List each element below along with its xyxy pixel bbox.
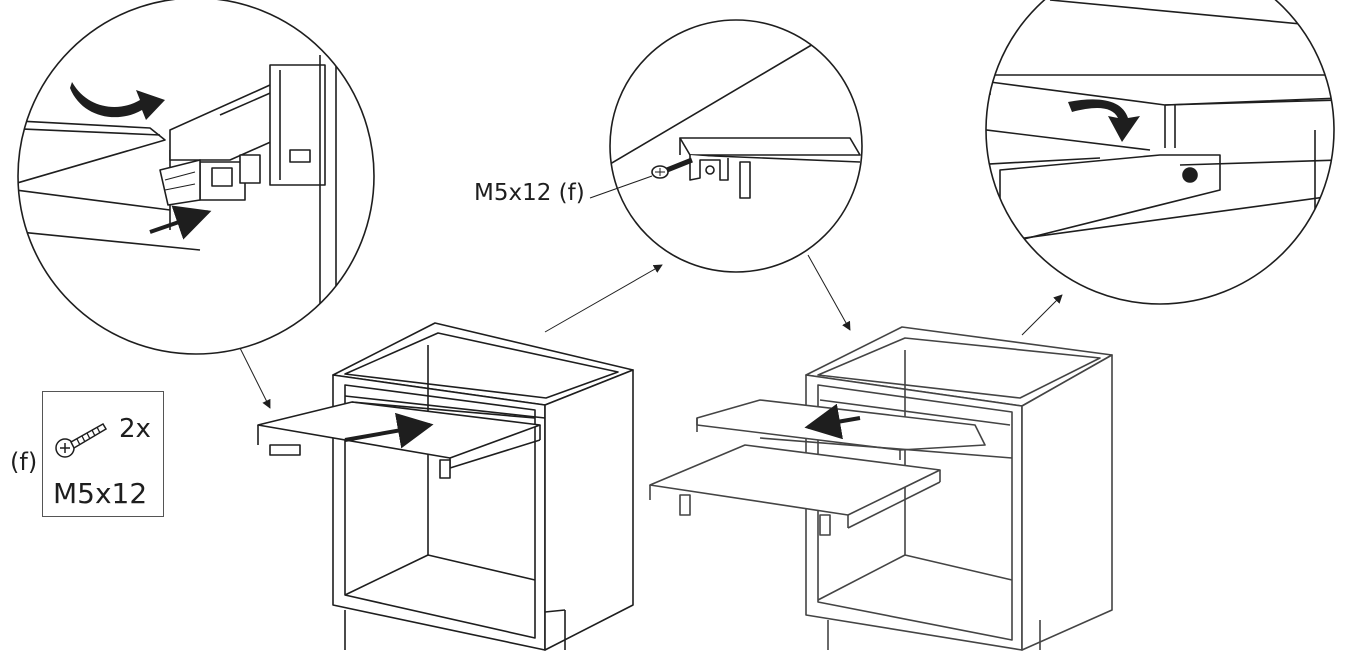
detail-circle-clip-install: [17, 0, 375, 355]
screw-icon: [55, 422, 108, 458]
cabinet-right: [649, 326, 1113, 651]
cabinet-left: [257, 322, 634, 651]
leader-arrows: [239, 175, 1063, 409]
hardware-quantity: 2x: [119, 414, 151, 444]
hardware-size: M5x12: [53, 477, 148, 510]
hardware-legend: 2x M5x12: [42, 391, 164, 517]
hardware-reference: (f): [10, 448, 38, 476]
detail-circle-screw: [609, 19, 863, 273]
screw-icon: [651, 157, 693, 179]
screw-callout-label: M5x12 (f): [474, 180, 585, 206]
detail-circle-shelf-drop: [985, 0, 1335, 305]
curved-arrow-icon: [70, 82, 165, 120]
straight-arrow-icon: [149, 205, 212, 240]
